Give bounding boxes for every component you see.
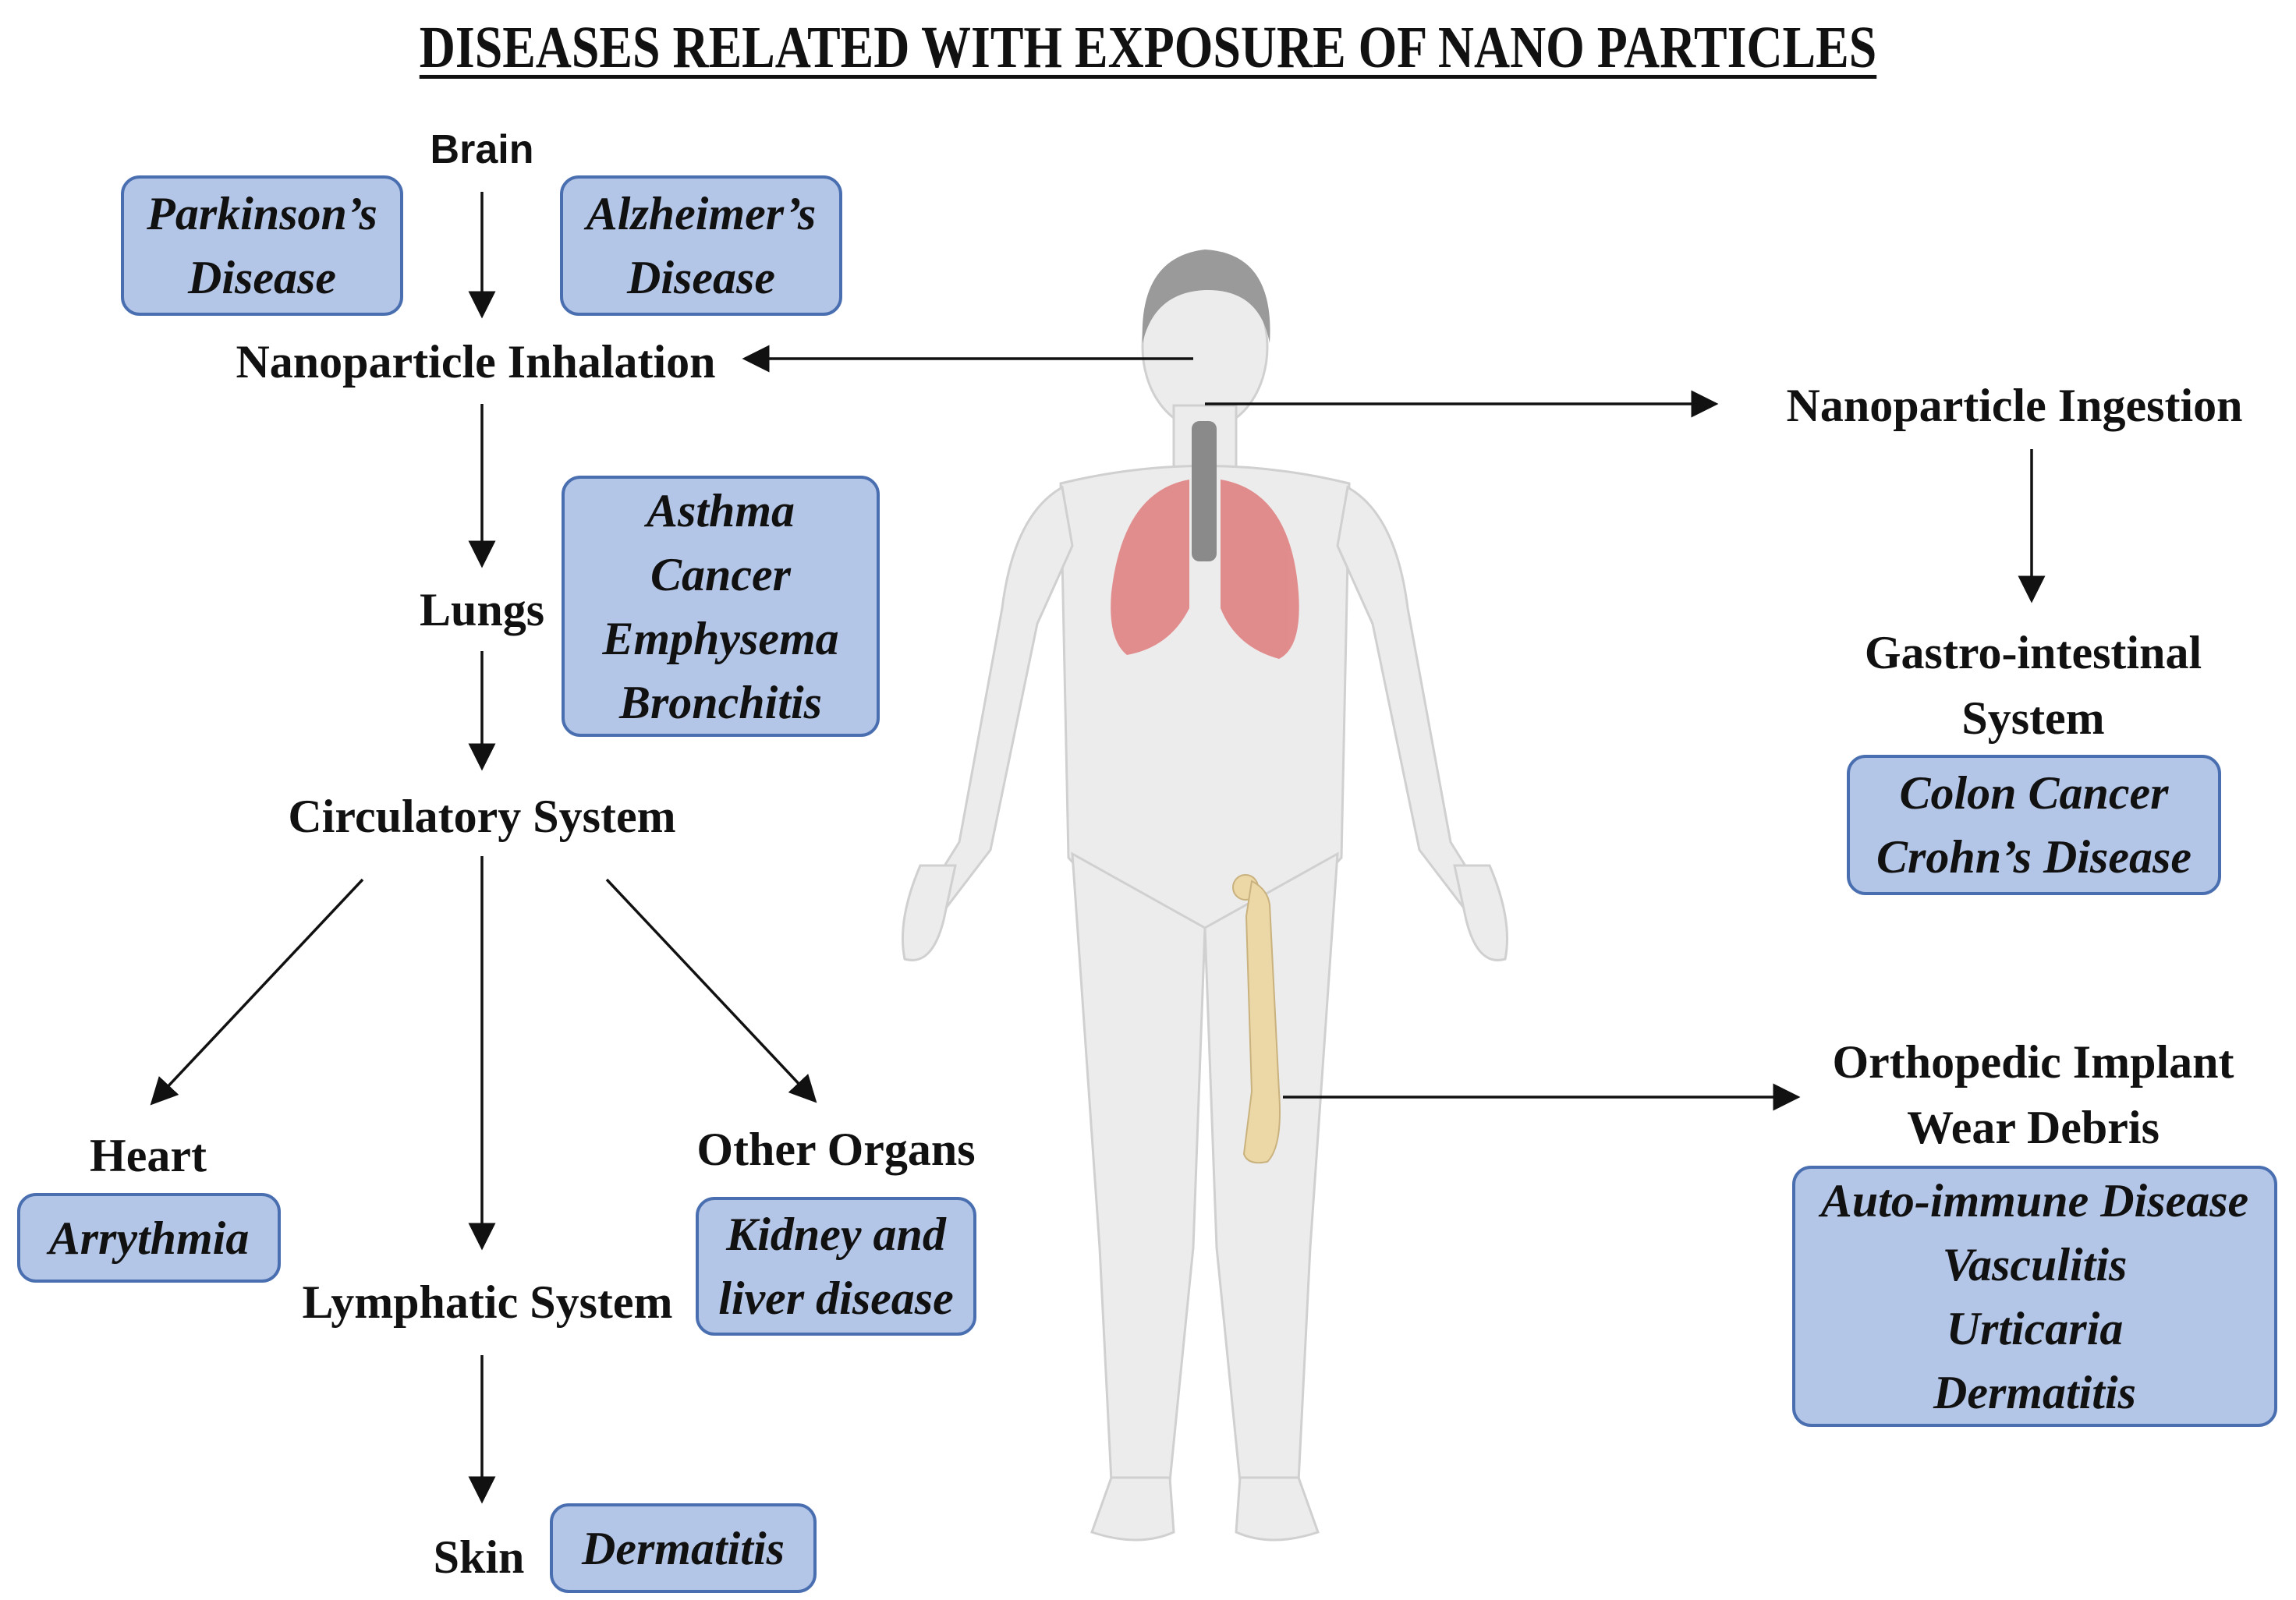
nanoparticle-inhalation-label: Nanoparticle Inhalation — [236, 336, 716, 388]
skin-label: Skin — [433, 1531, 525, 1583]
circulatory-system-label: Circulatory System — [288, 791, 676, 842]
label-line: Orthopedic Implant — [1832, 1036, 2234, 1088]
box-line: Bronchitis — [618, 676, 823, 728]
label-line: System — [1961, 692, 2105, 744]
box-line: Vasculitis — [1942, 1238, 2128, 1290]
box-line: Auto-immune Disease — [1820, 1174, 2249, 1227]
heart-diseases-box: Arrythmia — [17, 1193, 281, 1283]
label-line: Gastro-intestinal — [1864, 627, 2202, 678]
box-line: liver disease — [718, 1273, 954, 1324]
alzheimers-disease-box: Alzheimer’s Disease — [560, 175, 842, 316]
box-line: Arrythmia — [48, 1212, 250, 1264]
box-line: Dermatitis — [581, 1522, 785, 1574]
arrow-circulatory-to-heart — [150, 878, 364, 1106]
skin-diseases-box: Dermatitis — [550, 1503, 817, 1593]
orthopedic-diseases-box: Auto-immune Disease Vasculitis Urticaria… — [1792, 1166, 2277, 1427]
parkinsons-disease-box: Parkinson’s Disease — [121, 175, 403, 316]
box-line: Disease — [627, 252, 775, 303]
hair-shape — [1142, 250, 1270, 343]
box-line: Parkinson’s — [147, 188, 377, 239]
box-line: Alzheimer’s — [586, 188, 817, 239]
orthopedic-implant-wear-debris-label: Orthopedic Implant Wear Debris — [1832, 1029, 2234, 1160]
box-line: Crohn’s Disease — [1876, 831, 2191, 883]
box-line: Disease — [188, 252, 336, 303]
femur-bone-shape — [1232, 874, 1281, 1164]
other-organs-diseases-box: Kidney and liver disease — [696, 1197, 976, 1336]
box-line: Emphysema — [602, 612, 839, 664]
box-line: Dermatitis — [1933, 1366, 2136, 1418]
trachea-shape — [1192, 421, 1217, 561]
other-organs-label: Other Organs — [696, 1124, 976, 1175]
box-line: Colon Cancer — [1899, 767, 2169, 819]
box-line: Asthma — [646, 484, 795, 536]
heart-label: Heart — [90, 1130, 207, 1181]
label-line: Wear Debris — [1907, 1102, 2160, 1153]
lungs-shape — [1111, 480, 1299, 659]
diagram-title: DISEASES RELATED WITH EXPOSURE OF NANO P… — [419, 15, 1877, 80]
lungs-diseases-box: Asthma Cancer Emphysema Bronchitis — [562, 476, 880, 737]
gi-diseases-box: Colon Cancer Crohn’s Disease — [1847, 755, 2221, 895]
box-line: Kidney and — [726, 1209, 946, 1260]
lymphatic-system-label: Lymphatic System — [302, 1276, 673, 1328]
box-line: Cancer — [650, 548, 791, 600]
gastro-intestinal-system-label: Gastro-intestinal System — [1865, 620, 2202, 751]
brain-label: Brain — [430, 127, 534, 172]
nanoparticle-ingestion-label: Nanoparticle Ingestion — [1786, 380, 2243, 431]
box-line: Urticaria — [1946, 1302, 2124, 1354]
arrow-circulatory-to-other-organs — [605, 878, 817, 1103]
lungs-label: Lungs — [419, 584, 545, 635]
